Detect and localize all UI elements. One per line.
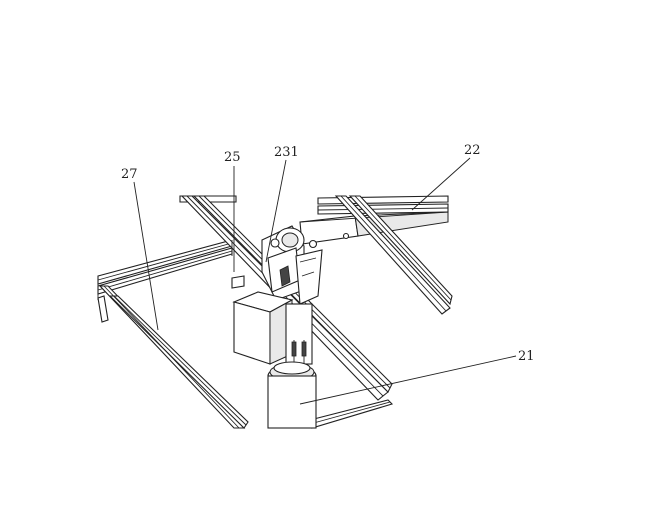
leader-lines (133, 157, 517, 405)
column (267, 303, 317, 429)
motor-box (231, 275, 294, 365)
label-231: 231 (274, 145, 299, 160)
motor-box-front (233, 301, 271, 365)
leader-27 (133, 181, 159, 331)
bolt-icon (308, 239, 318, 249)
leader-22 (411, 157, 471, 211)
part-labels: 27 25 231 22 21 (121, 143, 535, 364)
label-27: 27 (121, 167, 138, 182)
left-top-rail (97, 239, 233, 285)
label-21: 21 (518, 349, 535, 364)
bolt-icon (342, 232, 350, 240)
column-upper (285, 303, 313, 365)
pivot-head-231 (261, 225, 323, 305)
actuator-plate (295, 249, 323, 305)
label-25: 25 (224, 150, 241, 165)
leader-231 (265, 159, 287, 263)
bolt-icon (270, 238, 280, 248)
label-22: 22 (464, 143, 481, 158)
bottom-rail-21 (309, 399, 394, 429)
leader-21 (299, 355, 517, 405)
